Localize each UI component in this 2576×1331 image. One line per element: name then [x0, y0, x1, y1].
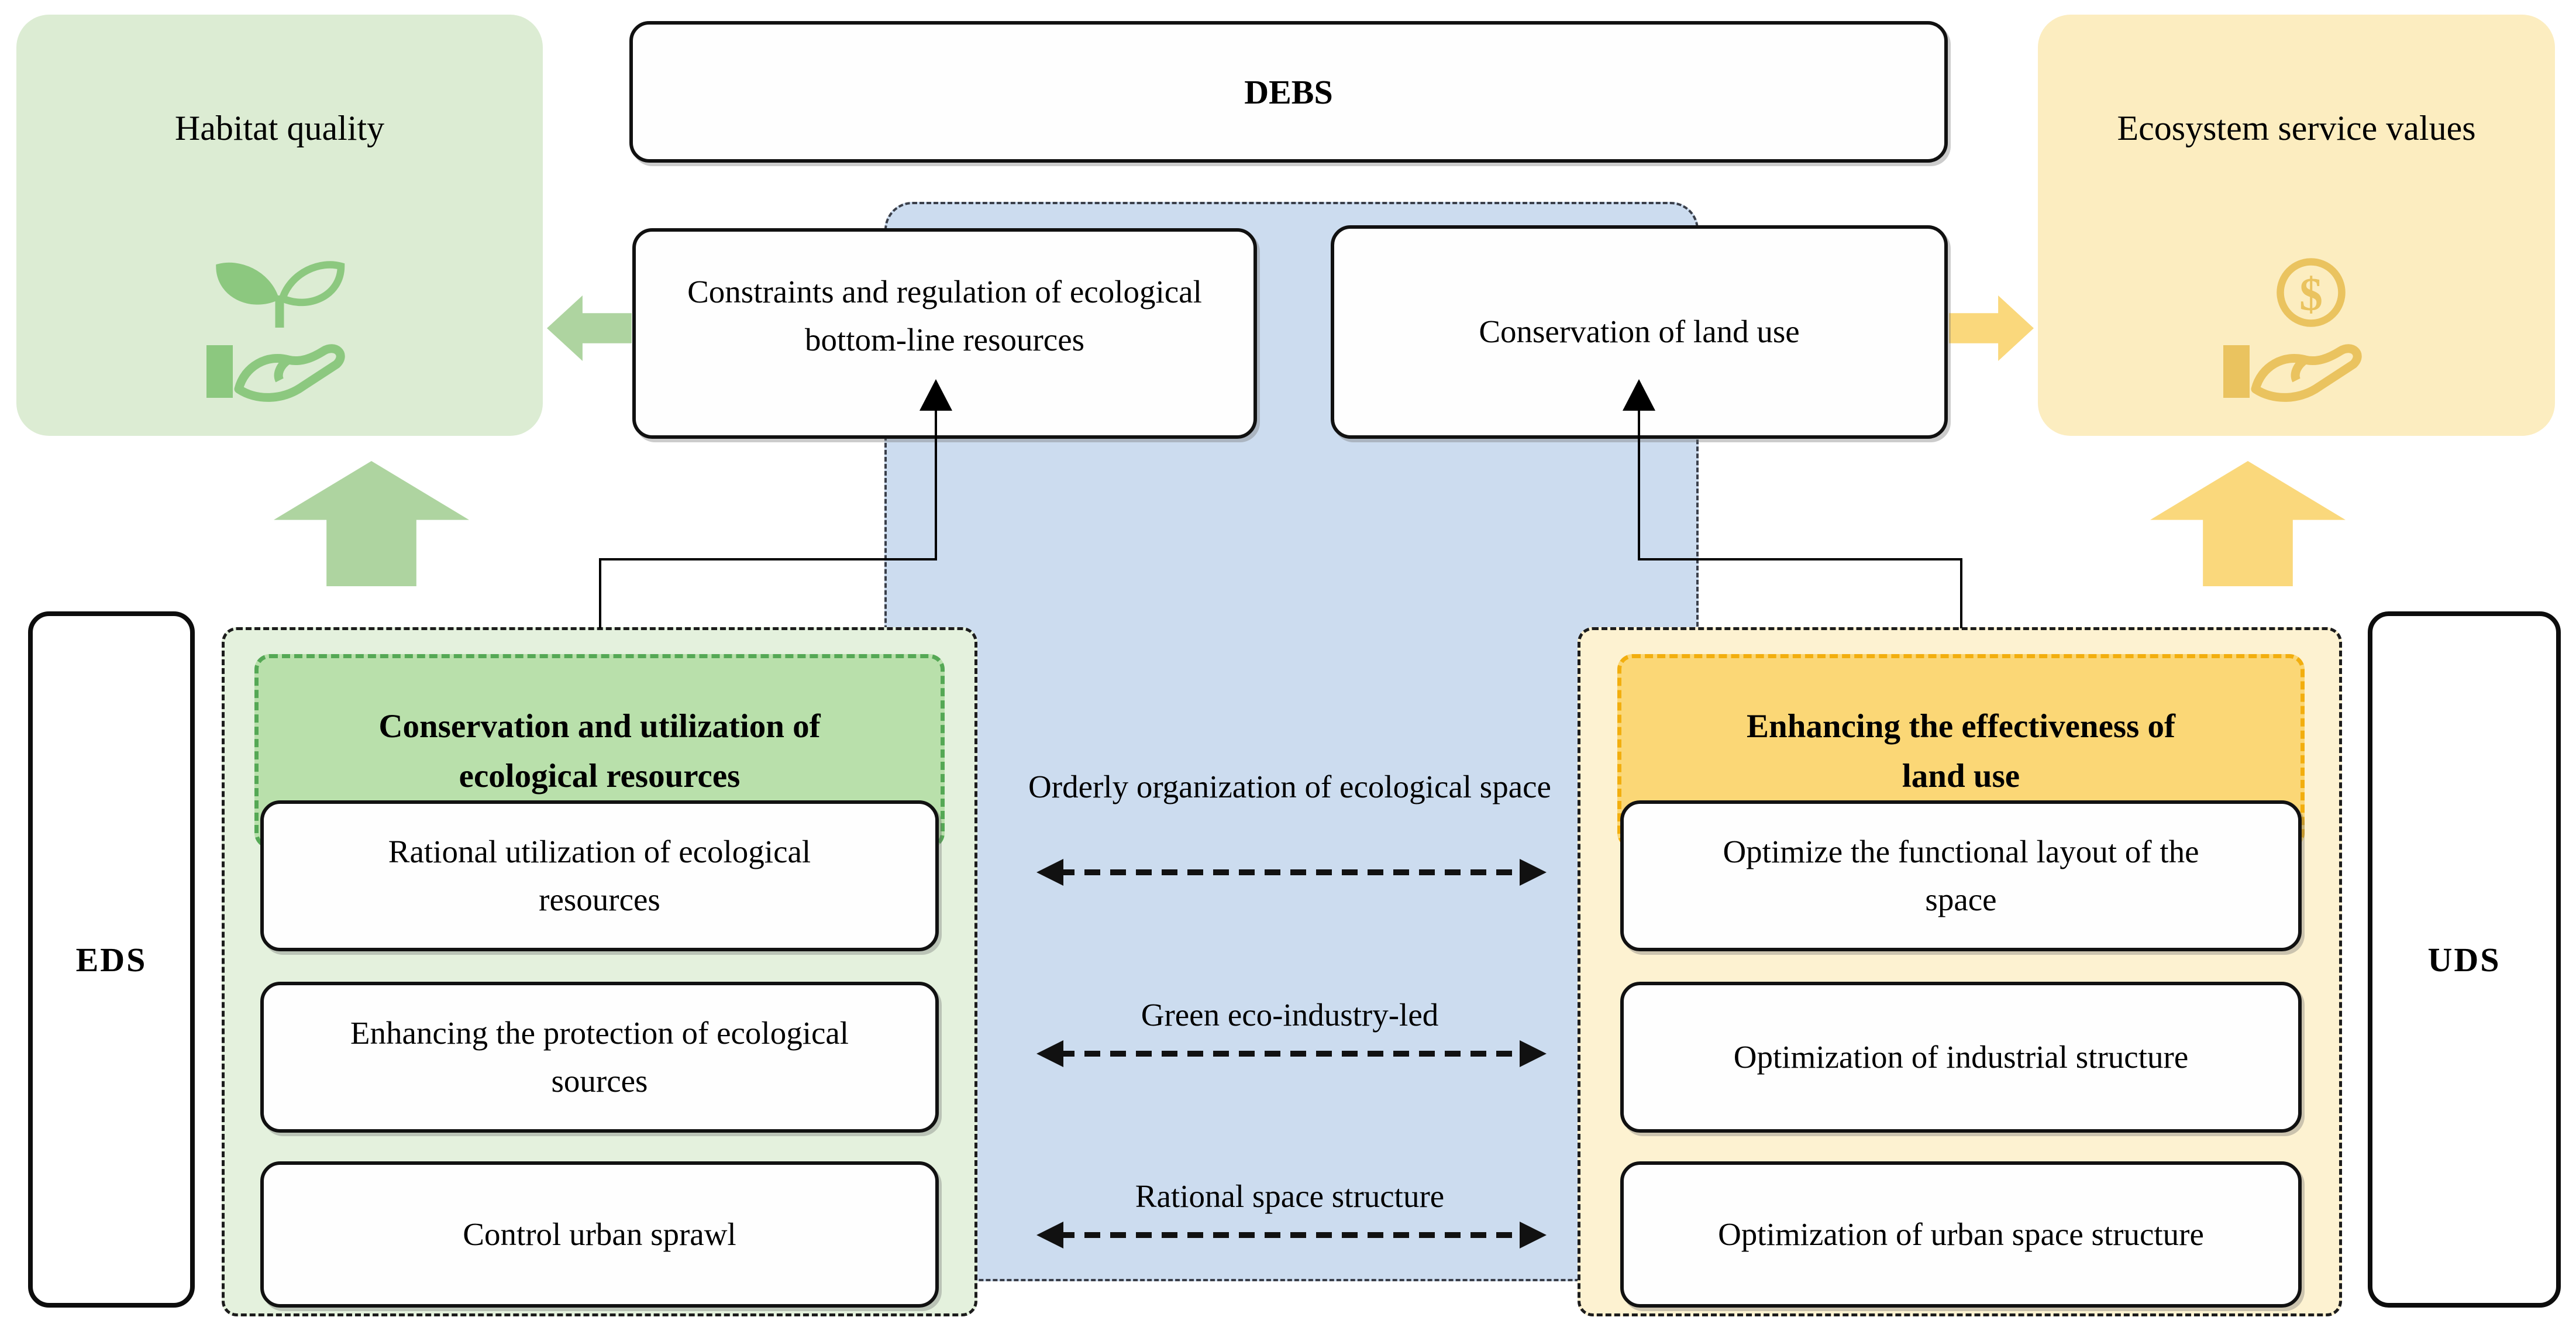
- green-left-block-arrow: [547, 295, 632, 361]
- green-item-label-3: Control urban sprawl: [463, 1216, 736, 1252]
- constraints-regulation-box: Constraints and regulation of ecological…: [632, 228, 1257, 439]
- ecosystem-service-values-title: Ecosystem service values: [2117, 109, 2476, 147]
- coin-in-hand-icon: $: [2223, 258, 2362, 402]
- constraints-regulation-label: Constraints and regulation of ecological…: [687, 273, 1202, 358]
- green-item-box-2: Enhancing the protection of ecological s…: [260, 982, 939, 1133]
- yellow-item-label-2: Optimization of industrial structure: [1733, 1038, 2189, 1075]
- green-item-label-1: Rational utilization of ecological resou…: [388, 833, 811, 918]
- yellow-item-box-1: Optimize the functional layout of the sp…: [1620, 800, 2302, 951]
- uds-box: UDS: [2368, 611, 2561, 1308]
- uds-label: UDS: [2427, 940, 2501, 979]
- green-item-label-2: Enhancing the protection of ecological s…: [350, 1014, 849, 1099]
- yellow-right-block-arrow: [1949, 295, 2034, 361]
- yellow-up-block-arrow: [2150, 461, 2346, 586]
- yellow-item-label-1: Optimize the functional layout of the sp…: [1723, 833, 2199, 918]
- ecosystem-service-values-panel: Ecosystem service values $: [2038, 15, 2555, 436]
- dashed-double-arrow-3: [1036, 1222, 1547, 1249]
- yellow-item-box-2: Optimization of industrial structure: [1620, 982, 2302, 1133]
- debs-label: DEBS: [1244, 73, 1333, 111]
- conservation-land-use-box: Conservation of land use: [1331, 225, 1948, 439]
- conservation-land-use-label: Conservation of land use: [1479, 314, 1800, 350]
- yellow-item-label-3: Optimization of urban space structure: [1718, 1216, 2204, 1252]
- green-item-box-1: Rational utilization of ecological resou…: [260, 800, 939, 951]
- dashed-double-arrow-2: [1036, 1040, 1547, 1067]
- yellow-item-box-3: Optimization of urban space structure: [1620, 1161, 2302, 1308]
- center-link-label-2: Green eco-industry-led: [1141, 997, 1439, 1033]
- dashed-double-arrow-1: [1036, 859, 1547, 886]
- coin-dollar-glyph: $: [2299, 269, 2323, 321]
- eds-label: EDS: [75, 940, 147, 979]
- ecological-resources-header-label: Conservation and utilization of ecologic…: [378, 707, 821, 795]
- habitat-quality-panel: Habitat quality: [16, 15, 543, 436]
- center-link-label-3: Rational space structure: [1135, 1178, 1445, 1214]
- center-link-label-1: Orderly organization of ecological space: [1028, 769, 1551, 804]
- habitat-quality-title: Habitat quality: [174, 109, 385, 147]
- plant-in-hand-icon: [206, 261, 345, 402]
- green-item-box-3: Control urban sprawl: [260, 1161, 939, 1308]
- land-use-header-label: Enhancing the effectiveness of land use: [1746, 707, 2175, 795]
- green-up-block-arrow: [274, 461, 469, 586]
- debs-box: DEBS: [629, 21, 1948, 163]
- eds-box: EDS: [28, 611, 195, 1308]
